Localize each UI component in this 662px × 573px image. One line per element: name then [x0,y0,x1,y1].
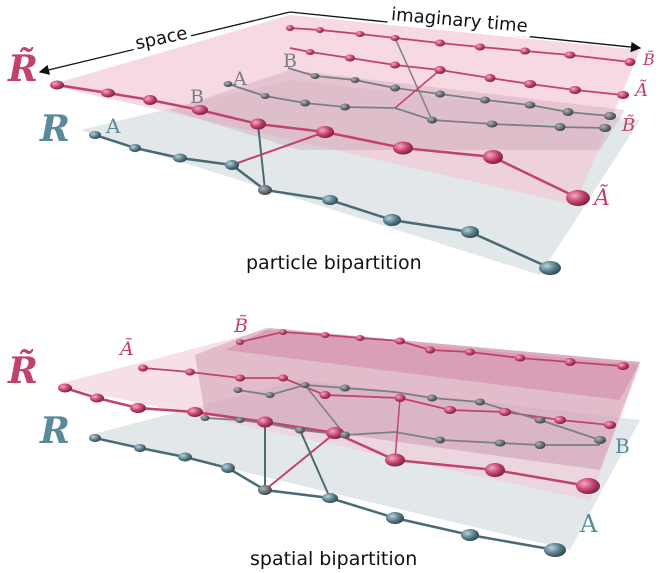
label-a-tilde-mid: Ã [635,80,648,101]
b-region-bottom [195,328,640,470]
r-tilde-worldline-mid-bottom [142,367,611,426]
caption-spatial-bipartition: spatial bipartition [250,548,418,570]
label-b-plain-upper: B [283,50,297,72]
label-a-tilde-front: Ã [594,186,610,211]
overlap-band [170,70,625,150]
label-b-tilde-top: B̃ [643,50,655,69]
bottom-panel [55,328,640,557]
label-a-tilde-bottom: Ã [120,338,134,360]
cross-link-3 [394,37,433,121]
label-b-tilde-mid: B̃ [622,115,636,136]
b-region-top [225,328,640,400]
label-a-plain-front: A [106,114,121,138]
label-a-plain-bottom: A [580,510,598,538]
replica-tilde-symbol-top: R̃ [8,48,38,90]
bottom-beads [58,329,629,557]
caption-particle-bipartition: particle bipartition [246,252,422,274]
replica-tilde-symbol-bottom: R̃ [8,350,38,392]
top-beads [50,25,636,275]
a-worldline-bottom [204,417,600,446]
r-tilde-worldline-top-bottom [239,331,624,367]
cross-link-2 [231,131,326,166]
label-a-plain-upper: A [233,68,247,90]
label-b-plain-bottom: B [615,434,630,458]
cross-link-b3 [299,429,331,499]
top-panel [38,11,642,275]
cross-link-b2 [264,432,336,491]
cross-link-b4 [304,384,346,436]
cross-link-b5 [394,397,401,461]
cross-link-1 [257,123,266,191]
label-b-plain-lower: B [190,86,204,108]
b-worldline-bottom [237,384,601,441]
cross-link-4 [394,69,441,109]
replica-symbol-top: R [40,108,70,150]
replica-symbol-bottom: R [40,410,70,452]
label-b-tilde-bottom: B̃ [234,315,248,337]
